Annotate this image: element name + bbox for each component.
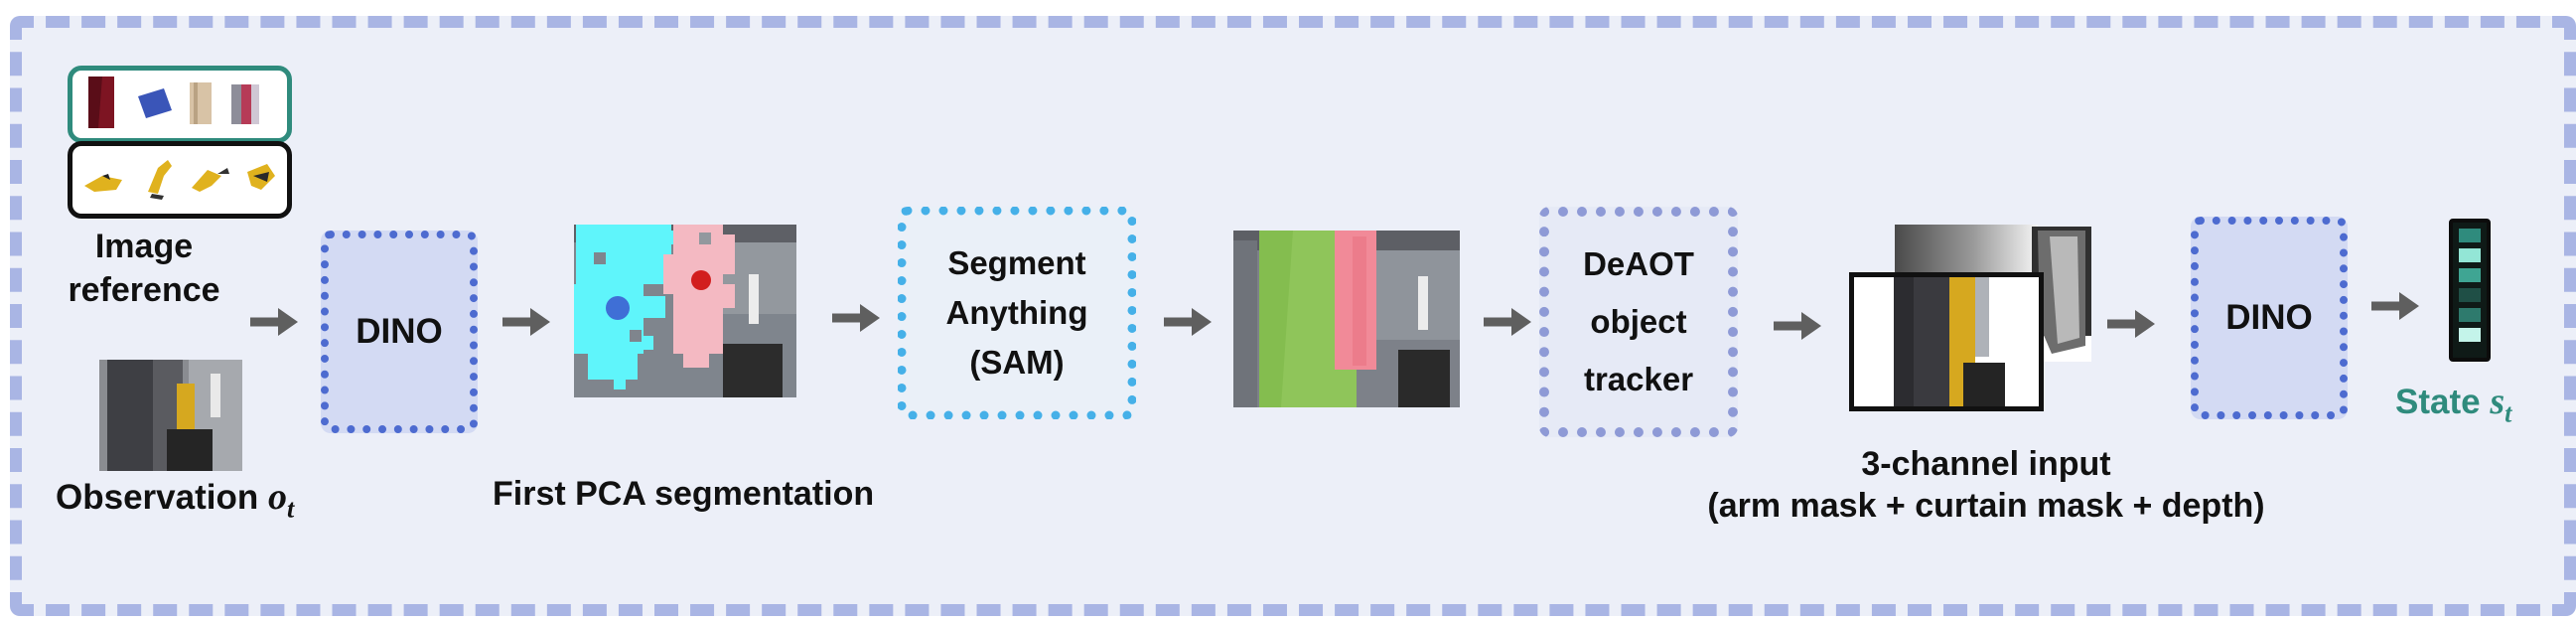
three-channel-line-2: (arm mask + curtain mask + depth): [1707, 487, 2265, 525]
sam-box: Segment Anything (SAM): [898, 207, 1136, 419]
observation-image: [99, 360, 242, 471]
sam-line-3: (SAM): [969, 344, 1065, 381]
state-symbol: st: [2490, 381, 2512, 428]
arm-reference-box: [68, 141, 292, 219]
image-reference-line-2: reference: [68, 271, 220, 309]
image-reference-label: Image reference: [60, 225, 228, 312]
arrow-to-mask-image: [1164, 308, 1212, 336]
deaot-line-2: object: [1590, 303, 1687, 340]
state-label: State st: [2395, 380, 2511, 429]
curtain-reference-thumbnails: [88, 77, 259, 128]
three-channel-label: 3-channel input (arm mask + curtain mask…: [1678, 443, 2294, 527]
arrow-to-state: [2371, 292, 2419, 320]
deaot-line-3: tracker: [1583, 361, 1694, 397]
curtain-reference-box: [68, 66, 292, 143]
arrow-to-three-channel: [1774, 312, 1821, 340]
observation-text: Observation: [56, 478, 259, 517]
deaot-tracker-box: DeAOT object tracker: [1539, 207, 1738, 437]
image-reference-line-1: Image: [94, 228, 194, 265]
three-channel-line-1: 3-channel input: [1861, 445, 2111, 483]
sam-mask-image: [1233, 231, 1460, 407]
arrow-to-sam: [832, 304, 880, 332]
dino-label-2: DINO: [2225, 298, 2313, 337]
arm-reference-thumbnails: [84, 160, 275, 200]
arrow-to-dino: [250, 308, 298, 336]
sam-line-1: Segment: [947, 244, 1086, 281]
observation-label: Observation ot: [56, 475, 294, 525]
arrow-to-dino-2: [2107, 310, 2155, 338]
depth-channel-image-back: [2032, 227, 2091, 362]
deaot-line-1: DeAOT: [1583, 245, 1694, 282]
observation-symbol: ot: [267, 476, 295, 524]
dino-encoder-box: DINO: [321, 231, 478, 433]
dino-encoder-box-2: DINO: [2191, 217, 2348, 419]
pca-segmentation-image: [574, 225, 796, 397]
arrow-to-pca: [502, 308, 550, 336]
state-text: State: [2395, 383, 2481, 421]
sam-line-2: Anything: [945, 294, 1088, 331]
pca-label: First PCA segmentation: [493, 475, 875, 513]
dino-label: DINO: [356, 312, 443, 351]
arrow-to-deaot: [1484, 308, 1531, 336]
mask-channel-image: [1849, 272, 2044, 411]
state-vector: [2449, 219, 2491, 362]
